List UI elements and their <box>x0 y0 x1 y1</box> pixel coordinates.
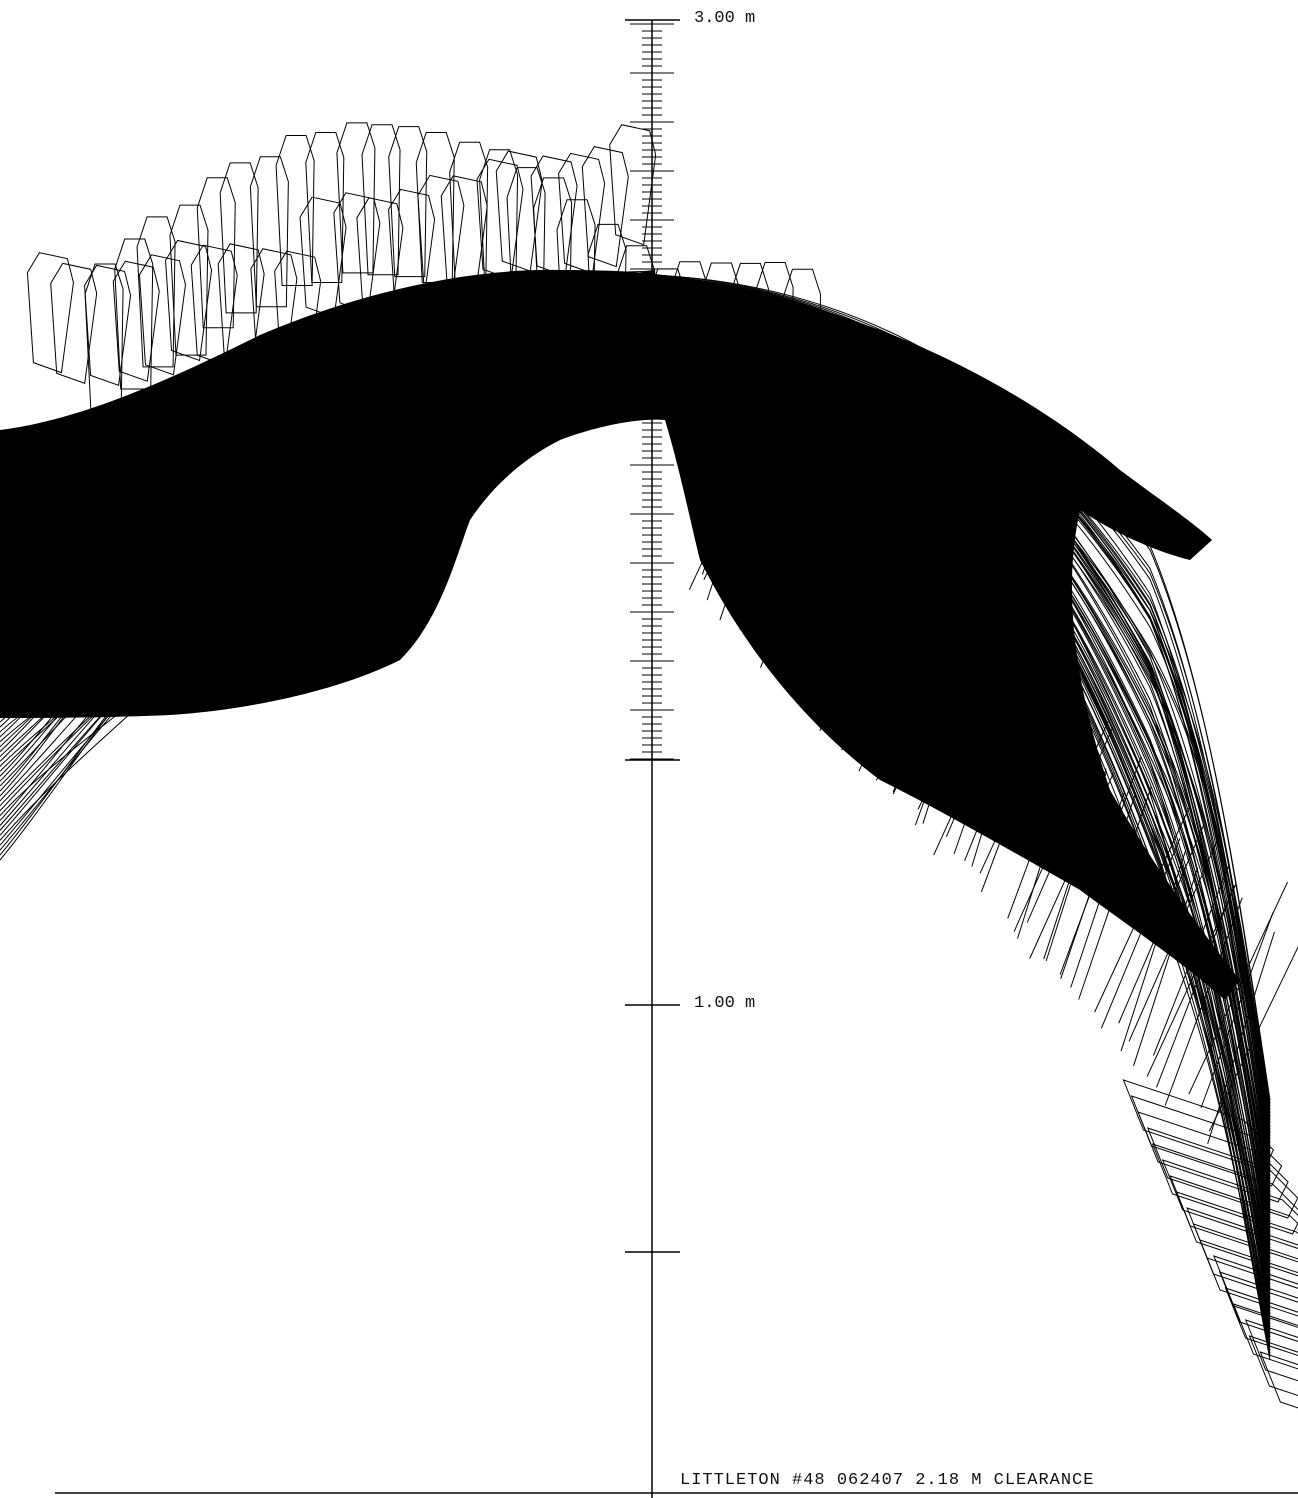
scale-tick-marks <box>630 23 674 760</box>
wire-strut-right <box>1208 945 1298 1132</box>
wire-box-right <box>1259 1351 1298 1409</box>
wire-box-left <box>112 260 160 382</box>
wire-box-right <box>1244 1319 1298 1382</box>
wire-strut-right <box>1146 883 1237 1077</box>
wire-box-right <box>1137 1111 1289 1203</box>
scale-label-top: 3.00 m <box>694 9 755 28</box>
wire-box-right <box>1175 1191 1298 1277</box>
wire-box-left <box>609 124 657 246</box>
wire-box-left <box>26 252 74 374</box>
wire-box-right <box>1218 1271 1298 1342</box>
wire-box-left <box>190 244 238 366</box>
wire-box-left <box>530 155 578 277</box>
wire-strut-right <box>1120 851 1186 1052</box>
wire-box-right <box>1199 1239 1298 1317</box>
wire-tooth-crest <box>219 162 259 314</box>
wire-strut-right <box>1200 912 1274 1109</box>
wire-box-left <box>165 239 213 362</box>
wire-box-right <box>1192 1223 1298 1303</box>
wire-tooth-crest <box>249 156 289 308</box>
wire-tooth-crest <box>196 177 236 329</box>
wire-box-right <box>1224 1287 1298 1357</box>
wire-tooth-crest <box>169 204 209 356</box>
wire-tooth-crest <box>114 238 154 390</box>
wire-strut-right <box>1207 931 1275 1144</box>
wire-sweep-right <box>654 276 1271 1124</box>
wire-box-left <box>417 174 465 297</box>
wire-tooth-crest <box>136 216 176 368</box>
wire-box-right <box>1232 1303 1298 1370</box>
wire-box-left <box>558 152 606 275</box>
vertical-scale-bar: 3.00 m 1.00 m <box>625 9 755 1498</box>
scale-label-middle: 1.00 m <box>694 994 755 1013</box>
wire-box-left <box>299 196 347 318</box>
wire-box-right <box>1146 1127 1298 1219</box>
wire-box-left <box>333 192 381 314</box>
wire-box-right <box>1161 1159 1298 1249</box>
wire-box-right <box>1213 1255 1298 1328</box>
wire-tooth-crest <box>388 126 428 278</box>
wire-strut-right <box>1133 867 1199 1067</box>
wire-strut-right <box>1164 897 1243 1106</box>
wire-box-left <box>50 262 98 385</box>
scan-caption: LITTLETON #48 062407 2.18 M CLEARANCE <box>680 1471 1094 1490</box>
wire-box-left <box>476 158 524 280</box>
wire-tooth-crest <box>275 134 315 286</box>
envelope-dense-core <box>0 269 1240 1000</box>
wire-box-left <box>138 254 186 376</box>
wire-strut-right <box>1156 885 1235 1088</box>
wire-box-right <box>1122 1079 1275 1171</box>
wire-tooth-crest <box>336 122 376 274</box>
wire-tooth-crest <box>305 132 345 284</box>
wire-tooth-crest <box>361 124 401 276</box>
wire-box-right <box>1248 1335 1298 1397</box>
wire-box-left <box>84 264 132 387</box>
